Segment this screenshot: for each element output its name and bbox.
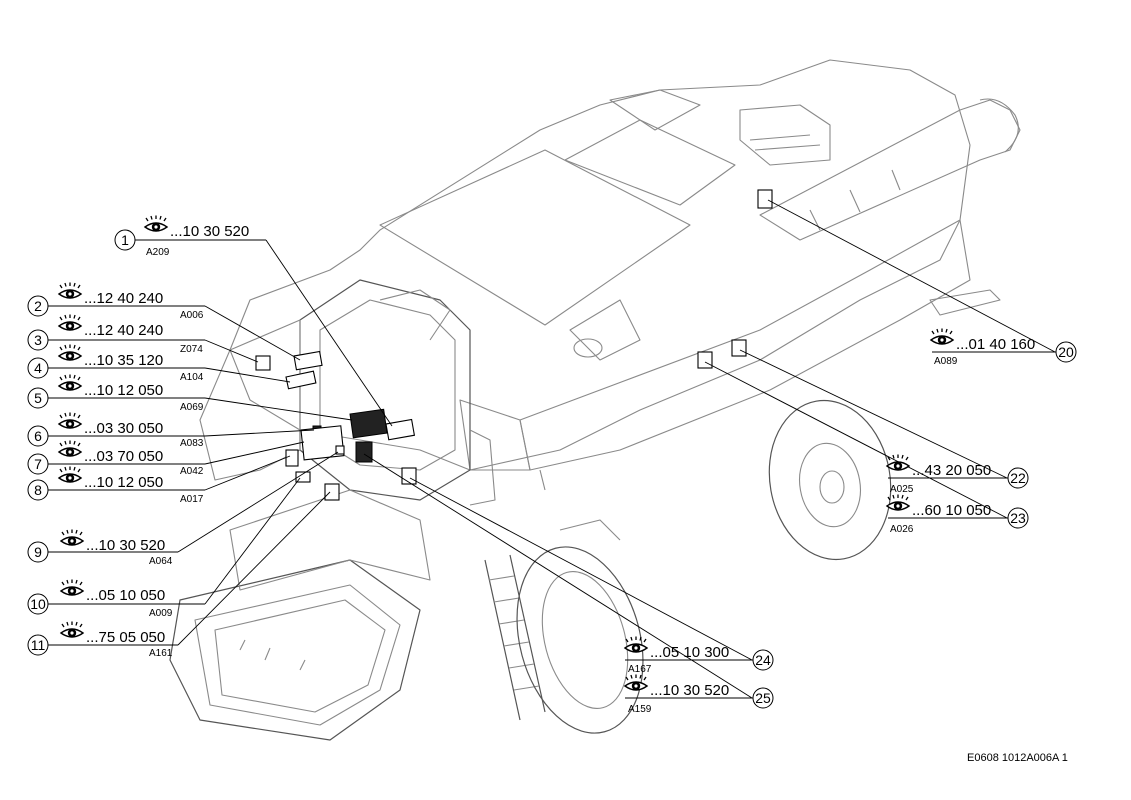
callout-ref: ...12 40 240 — [84, 322, 163, 339]
callout-ref: ...12 40 240 — [84, 290, 163, 307]
callout-ref: ...03 30 050 — [84, 420, 163, 437]
callout-ref: ...75 05 050 — [86, 629, 165, 646]
callout-8: 8 ...10 12 050 A017 — [27, 465, 205, 505]
callout-22: 22 ...43 20 050 A025 — [886, 453, 1029, 495]
component-a006 — [293, 350, 323, 371]
callout-number: 25 — [755, 690, 771, 706]
callout-number: 9 — [34, 544, 42, 560]
component-a042 — [300, 425, 345, 461]
callout-number: 4 — [34, 360, 42, 376]
callout-ref: ...05 10 050 — [86, 587, 165, 604]
callout-number: 3 — [34, 332, 42, 348]
component-a025 — [731, 339, 747, 357]
eye-icon — [58, 373, 82, 391]
component-a167 — [401, 467, 417, 485]
eye-icon — [60, 620, 84, 638]
callout-7: 7 ...03 70 050 A042 — [27, 439, 205, 477]
callout-23: 23 ...60 10 050 A026 — [886, 493, 1029, 535]
callout-code: Z074 — [180, 344, 203, 355]
eye-icon — [886, 453, 910, 471]
combine-harvester-drawing — [169, 59, 1021, 741]
callout-number: 20 — [1058, 344, 1074, 360]
callout-number: 8 — [34, 482, 42, 498]
callout-code: A009 — [149, 608, 173, 619]
callout-code: A104 — [180, 372, 204, 383]
callout-ref: ...43 20 050 — [912, 462, 991, 479]
callout-code: A159 — [628, 704, 652, 715]
callout-ref: ...10 35 120 — [84, 352, 163, 369]
electrical-components — [255, 189, 773, 501]
callout-code: A089 — [934, 356, 958, 367]
callout-2: 2 ...12 40 240 A006 — [27, 281, 205, 321]
callout-3: 3 ...12 40 240 Z074 — [27, 313, 205, 355]
eye-icon — [144, 214, 168, 232]
component-a009 — [295, 471, 311, 483]
eye-icon — [58, 343, 82, 361]
callout-ref: ...60 10 050 — [912, 502, 991, 519]
component-a026 — [697, 351, 713, 369]
component-a069 — [349, 408, 388, 439]
eye-icon — [60, 528, 84, 546]
component-a017 — [285, 449, 299, 467]
eye-icon — [60, 578, 84, 596]
callout-25: 25 ...10 30 520 A159 — [624, 673, 774, 715]
callout-4: 4 ...10 35 120 A104 — [27, 343, 205, 383]
callout-ref: ...10 30 520 — [86, 537, 165, 554]
eye-icon — [58, 465, 82, 483]
callout-24: 24 ...05 10 300 A167 — [624, 635, 774, 675]
eye-icon — [58, 281, 82, 299]
callout-code: A017 — [180, 494, 204, 505]
component-z074 — [255, 355, 271, 371]
callout-number: 5 — [34, 390, 42, 406]
component-a161 — [324, 483, 340, 501]
eye-icon — [58, 439, 82, 457]
callout-ref: ...03 70 050 — [84, 448, 163, 465]
callout-code: A026 — [890, 524, 914, 535]
callout-code: A006 — [180, 310, 204, 321]
eye-icon — [930, 327, 954, 345]
callout-number: 2 — [34, 298, 42, 314]
callout-number: 10 — [30, 596, 46, 612]
component-a089 — [757, 189, 773, 209]
eye-icon — [58, 313, 82, 331]
eye-icon — [624, 635, 648, 653]
callout-code: A025 — [890, 484, 914, 495]
eye-icon — [624, 673, 648, 691]
callout-number: 22 — [1010, 470, 1026, 486]
component-a104 — [285, 370, 317, 390]
callout-ref: ...10 12 050 — [84, 474, 163, 491]
callout-ref: ...01 40 160 — [956, 336, 1035, 353]
component-a064 — [335, 445, 345, 455]
callout-9: 9 ...10 30 520 A064 — [27, 528, 178, 567]
leader-lines — [177, 199, 1056, 699]
callout-20: 20 ...01 40 160 A089 — [930, 327, 1077, 367]
callout-5: 5 ...10 12 050 A069 — [27, 373, 205, 413]
callout-code: A083 — [180, 438, 204, 449]
document-id: E0608 1012A006A 1 — [967, 752, 1068, 764]
callout-code: A161 — [149, 648, 173, 659]
callout-code: A042 — [180, 466, 204, 477]
callout-number: 11 — [31, 637, 46, 653]
callout-6: 6 ...03 30 050 A083 — [27, 411, 205, 449]
callout-ref: ...05 10 300 — [650, 644, 729, 661]
component-a209 — [385, 418, 416, 441]
callout-number: 6 — [34, 428, 42, 444]
callout-code: A064 — [149, 556, 173, 567]
callout-number: 1 — [121, 232, 129, 248]
callout-code: A209 — [146, 247, 170, 258]
callout-10: 10 ...05 10 050 A009 — [27, 578, 205, 619]
callout-code: A069 — [180, 402, 204, 413]
callout-number: 7 — [34, 456, 42, 472]
callout-code: A167 — [628, 664, 652, 675]
callout-11: 11 ...75 05 050 A161 — [27, 620, 178, 659]
callout-1: 1 ...10 30 520 A209 — [114, 214, 266, 258]
callout-ref: ...10 30 520 — [170, 223, 249, 240]
callout-ref: ...10 12 050 — [84, 382, 163, 399]
callout-number: 24 — [755, 652, 771, 668]
eye-icon — [58, 411, 82, 429]
callout-number: 23 — [1010, 510, 1026, 526]
callout-ref: ...10 30 520 — [650, 682, 729, 699]
component-a159 — [355, 441, 373, 463]
